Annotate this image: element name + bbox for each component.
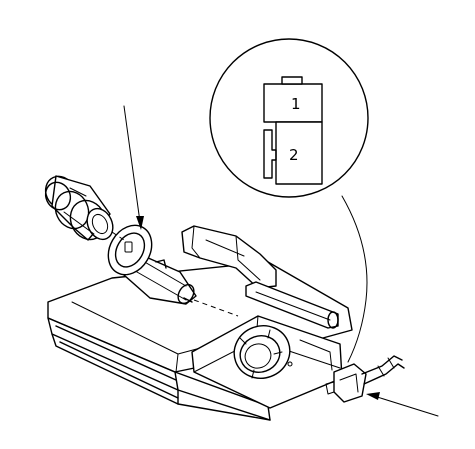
zoom-leader-line [341, 195, 368, 363]
lighter-socket-ring [233, 325, 293, 379]
connector-lock-tab [281, 76, 303, 85]
pin-1-label: 1 [291, 95, 301, 113]
lighter-socket [107, 224, 197, 305]
connector-detail-circle: 1 2 [209, 38, 369, 198]
terminal-2-cavity [275, 121, 323, 185]
alignment-dashes [111, 231, 239, 317]
socket-pointer-arrow [123, 105, 144, 230]
pin-2-label: 2 [289, 146, 299, 164]
trim-strip [245, 281, 339, 329]
terminal-1-cavity [263, 83, 323, 123]
lighter-plug [44, 175, 114, 241]
connector-pointer-arrow [366, 392, 439, 417]
rear-bezel [181, 225, 277, 289]
harness-connector [325, 355, 405, 403]
